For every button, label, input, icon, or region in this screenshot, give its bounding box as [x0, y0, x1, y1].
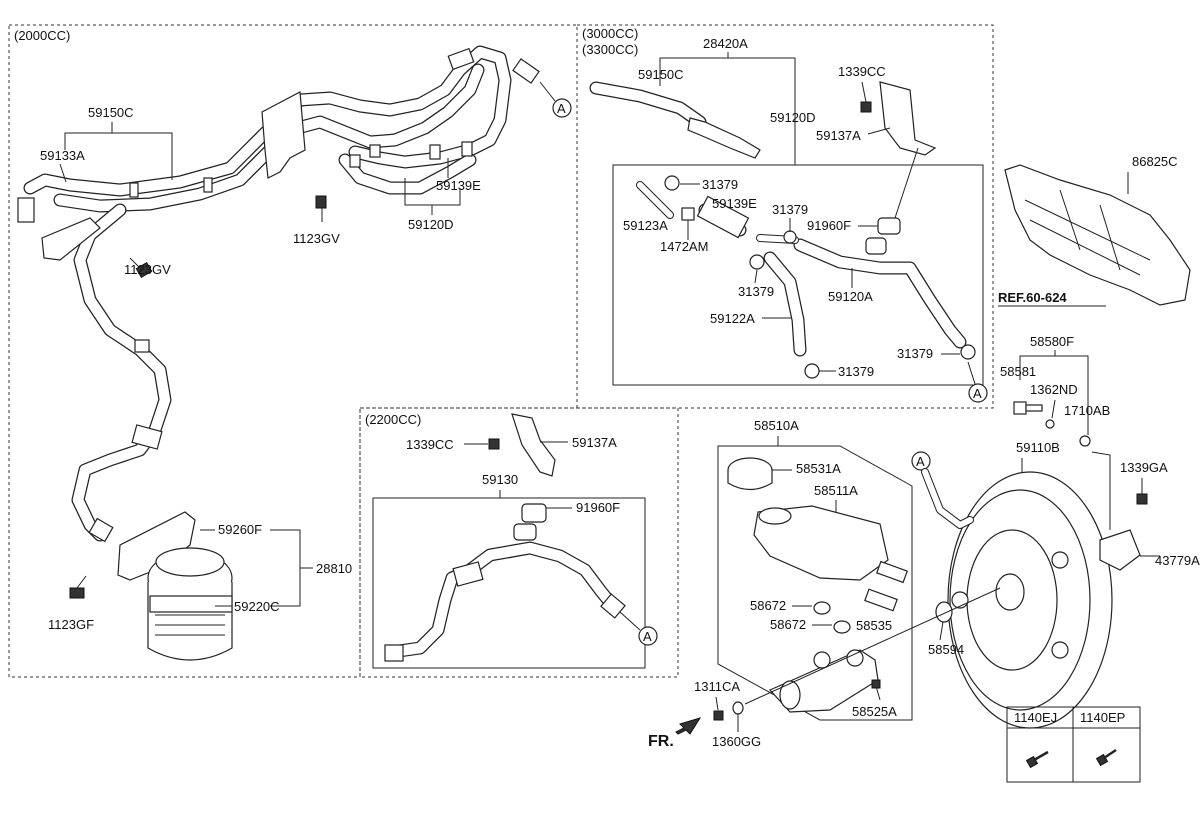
- sub-box-3000: [612, 164, 984, 386]
- label-31379-d: 31379: [838, 364, 874, 379]
- section-2200cc-frame: [359, 407, 679, 678]
- label-1710AB: 1710AB: [1064, 403, 1110, 418]
- label-59139E-3000: 59139E: [712, 196, 757, 211]
- seal-58672-a: [813, 601, 831, 615]
- brake-booster-59110B: [947, 471, 1141, 729]
- label-59123A: 59123A: [623, 218, 668, 233]
- label-58580F: 58580F: [1030, 334, 1074, 349]
- label-91960F-3000: 91960F: [807, 218, 851, 233]
- label-1123GF: 1123GF: [48, 617, 94, 632]
- marker-a-3000: [968, 383, 988, 403]
- section-title-2200cc: (2200CC): [365, 412, 421, 427]
- hoses-3000-inner: [636, 181, 967, 357]
- bolt-1140ej-icon: [1025, 750, 1049, 769]
- front-arrow-icon: [675, 717, 702, 735]
- label-58535: 58535: [856, 618, 892, 633]
- label-59220C: 59220C: [234, 599, 280, 614]
- label-59120D-2000: 59120D: [408, 217, 454, 232]
- marker-a-2000: [552, 98, 572, 118]
- label-59122A: 59122A: [710, 311, 755, 326]
- vacuum-hose-assembly-2000: [17, 45, 540, 543]
- bolt-1140ep-icon: [1095, 748, 1117, 767]
- label-58531A: 58531A: [796, 461, 841, 476]
- label-59137A-3000: 59137A: [816, 128, 861, 143]
- label-31379-a: 31379: [702, 177, 738, 192]
- marker-a-label-booster: A: [916, 454, 925, 469]
- label-1123GV-left: 1123GV: [124, 262, 171, 277]
- label-31379-b: 31379: [772, 202, 808, 217]
- ref-panel-60-624: [1004, 164, 1191, 306]
- master-cylinder-body: [768, 649, 879, 713]
- label-58672-b: 58672: [770, 617, 806, 632]
- section-title-3300cc: (3300CC): [582, 42, 638, 57]
- label-59150C-2000: 59150C: [88, 105, 134, 120]
- valve-91960F-2200: [513, 503, 547, 541]
- sensor-58535: [864, 588, 898, 612]
- label-58511A: 58511A: [814, 483, 858, 498]
- hose-59130-2200: [384, 541, 626, 662]
- label-58510A: 58510A: [754, 418, 799, 433]
- label-43779A: 43779A: [1155, 553, 1200, 568]
- label-31379-e: 31379: [897, 346, 933, 361]
- hose-59150C-3000: [589, 81, 761, 159]
- table-header-1140EJ: 1140EJ: [1014, 710, 1057, 725]
- seal-58672-b: [833, 620, 851, 634]
- section-title-3000cc: (3000CC): [582, 26, 638, 41]
- label-59120A: 59120A: [828, 289, 873, 304]
- master-cylinder-outline: [717, 445, 913, 721]
- label-59139E-2000: 59139E: [436, 178, 481, 193]
- label-1362ND: 1362ND: [1030, 382, 1078, 397]
- bracket-59137A-2200: [511, 413, 556, 477]
- air-pump-28810: [117, 511, 233, 661]
- bracket-59137A-3000: [879, 81, 937, 156]
- label-58594: 58594: [928, 642, 964, 657]
- label-86825C: 86825C: [1132, 154, 1178, 169]
- marker-a-label-2000: A: [557, 101, 566, 116]
- sub-box-2200: [372, 497, 646, 669]
- label-59137A-2200: 59137A: [572, 435, 617, 450]
- label-58525A: 58525A: [852, 704, 897, 719]
- label-1472AM: 1472AM: [660, 239, 708, 254]
- reservoir-cap-58531A: [727, 457, 773, 491]
- label-1123GV-top: 1123GV: [293, 231, 340, 246]
- label-28810: 28810: [316, 561, 352, 576]
- bolt-1123gf: [69, 575, 87, 599]
- valve-91960F-3000: [865, 147, 919, 255]
- marker-a-label-3000: A: [973, 386, 982, 401]
- section-2000cc-frame: [8, 24, 578, 678]
- label-28420A: 28420A: [703, 36, 748, 51]
- label-1360GG: 1360GG: [712, 734, 761, 749]
- section-title-2000cc: (2000CC): [14, 28, 70, 43]
- table-header-1140EP: 1140EP: [1080, 710, 1125, 725]
- label-91960F-2200: 91960F: [576, 500, 620, 515]
- label-31379-c: 31379: [738, 284, 774, 299]
- label-ref-60-624: REF.60-624: [998, 290, 1067, 305]
- marker-a-label-2200: A: [643, 629, 652, 644]
- label-58581: 58581: [1000, 364, 1036, 379]
- fastener-table: 1140EJ 1140EP: [1006, 706, 1141, 783]
- label-59110B: 59110B: [1016, 440, 1060, 455]
- label-1339CC-3000: 1339CC: [838, 64, 886, 79]
- label-59150C-3000: 59150C: [638, 67, 684, 82]
- bolt-1123gv-top: [315, 195, 327, 222]
- label-1311CA: 1311CA: [694, 679, 740, 694]
- label-1339CC-2200: 1339CC: [406, 437, 454, 452]
- marker-a-booster: [911, 451, 931, 471]
- marker-a-2200: [638, 626, 658, 646]
- bolt-1123gv-left: [129, 257, 153, 279]
- label-59133A: 59133A: [40, 148, 85, 163]
- label-59130: 59130: [482, 472, 518, 487]
- pin-58581: [1013, 401, 1091, 447]
- front-direction-label: FR.: [648, 733, 674, 750]
- label-58672-a: 58672: [750, 598, 786, 613]
- section-3000cc-frame: [577, 24, 994, 409]
- label-1339GA: 1339GA: [1120, 460, 1168, 475]
- reservoir-58511A: [753, 505, 908, 584]
- label-59120D-3000: 59120D: [770, 110, 816, 125]
- label-59260F: 59260F: [218, 522, 262, 537]
